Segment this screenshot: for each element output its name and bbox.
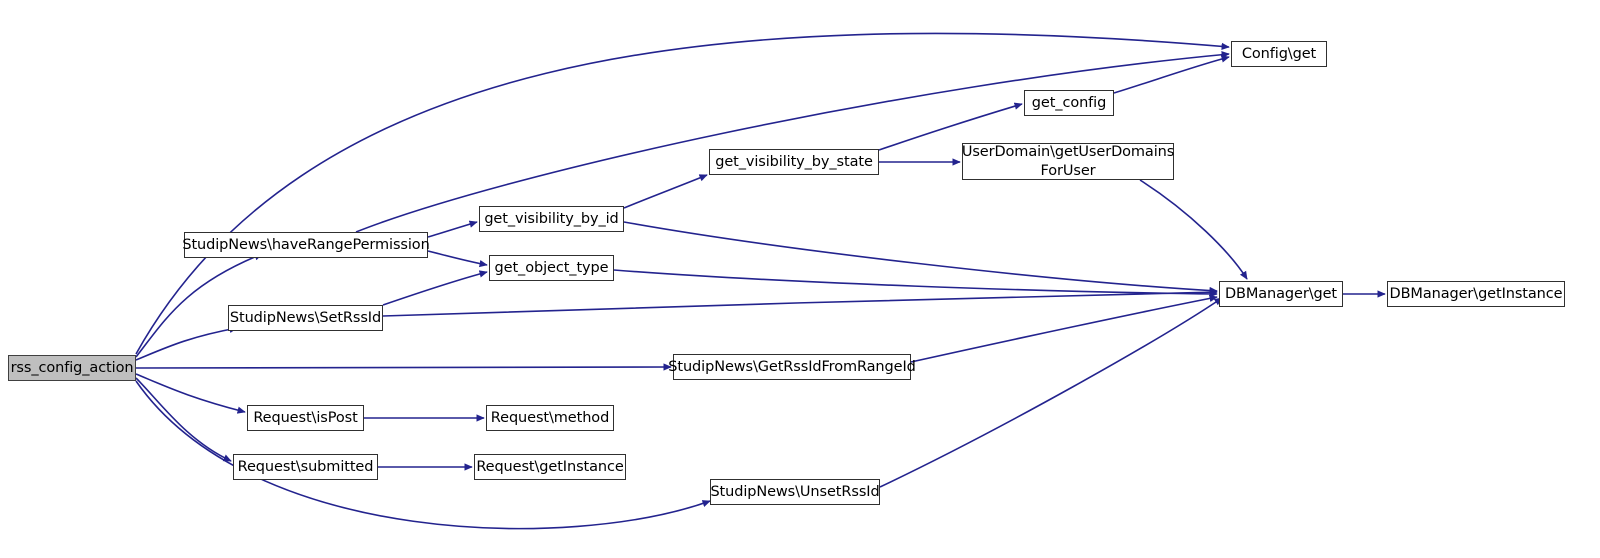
edge-getVisibilityById-to-dbManagerGet bbox=[623, 221, 1218, 295]
edge-getRssIdFromRangeId-to-dbManagerGet bbox=[910, 294, 1218, 363]
node-requestMethod[interactable]: Request\method bbox=[486, 405, 614, 431]
node-getVisibilityByState[interactable]: get_visibility_by_state bbox=[709, 149, 879, 175]
edge-getConfig-to-configGet bbox=[1113, 55, 1230, 94]
edge-unsetRssId-to-dbManagerGet bbox=[879, 297, 1223, 488]
edge-rss_config_action-to-requestSubmitted bbox=[135, 377, 232, 462]
node-getVisibilityById[interactable]: get_visibility_by_id bbox=[479, 206, 624, 232]
edge-getVisibilityById-to-getVisibilityByState bbox=[623, 174, 708, 209]
edge-rss_config_action-to-requestIsPost bbox=[135, 373, 246, 414]
node-dbManagerGetInstance[interactable]: DBManager\getInstance bbox=[1387, 281, 1565, 307]
node-requestGetInstance[interactable]: Request\getInstance bbox=[474, 454, 626, 480]
node-getUserDomainsForUser[interactable]: UserDomain\getUserDomains ForUser bbox=[961, 143, 1175, 180]
edge-setRssId-to-getObjectType bbox=[382, 270, 488, 306]
edge-rss_config_action-to-setRssId bbox=[135, 325, 238, 361]
edge-rss_config_action-to-getRssIdFromRangeId bbox=[135, 363, 672, 371]
node-rss_config_action[interactable]: rss_config_action bbox=[8, 355, 136, 381]
node-unsetRssId[interactable]: StudipNews\UnsetRssId bbox=[710, 479, 880, 505]
node-setRssId[interactable]: StudipNews\SetRssId bbox=[228, 305, 383, 331]
edge-haveRangePermission-to-getVisibilityById bbox=[427, 220, 478, 238]
node-getConfig[interactable]: get_config bbox=[1024, 90, 1114, 116]
edge-haveRangePermission-to-getObjectType bbox=[427, 250, 488, 268]
node-getRssIdFromRangeId[interactable]: StudipNews\GetRssIdFromRangeId bbox=[668, 354, 916, 380]
edge-getObjectType-to-dbManagerGet bbox=[613, 269, 1218, 298]
edge-setRssId-to-dbManagerGet bbox=[382, 288, 1218, 317]
node-dbManagerGet[interactable]: DBManager\get bbox=[1219, 281, 1343, 307]
node-requestIsPost[interactable]: Request\isPost bbox=[247, 405, 364, 431]
node-configGet[interactable]: Config\get bbox=[1231, 41, 1327, 67]
edge-getUserDomainsForUser-to-dbManagerGet bbox=[1139, 179, 1248, 280]
node-requestSubmitted[interactable]: Request\submitted bbox=[233, 454, 378, 480]
node-getObjectType[interactable]: get_object_type bbox=[489, 255, 614, 281]
node-haveRangePermission[interactable]: StudipNews\haveRangePermission bbox=[182, 232, 430, 258]
